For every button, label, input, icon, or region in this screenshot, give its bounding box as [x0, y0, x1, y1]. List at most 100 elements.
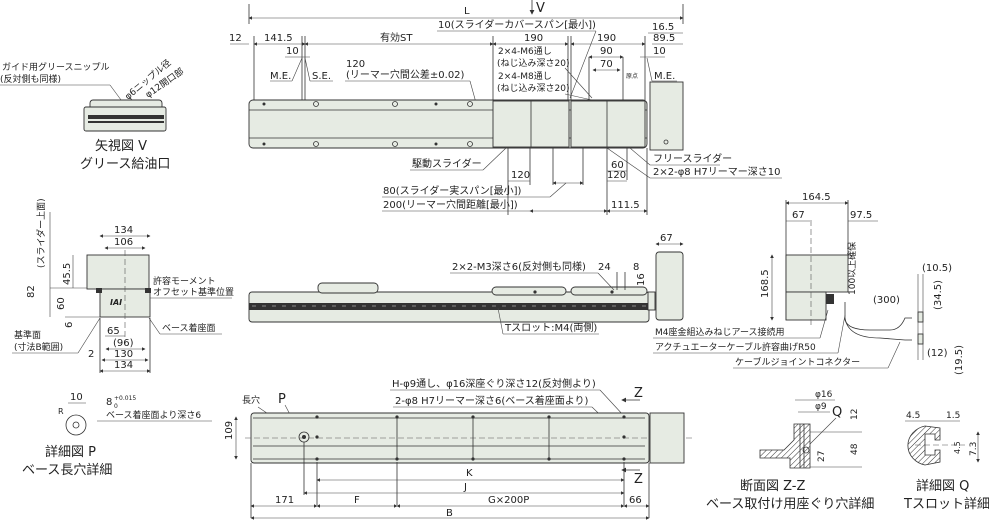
- tol-zero: 0: [114, 403, 118, 410]
- dim-2: 2: [88, 349, 94, 360]
- label-base-face: ベース着座面: [162, 322, 216, 334]
- dim-67-motor: 67: [792, 210, 805, 221]
- label-q: Q: [832, 405, 842, 420]
- dim-16: 16: [636, 273, 647, 286]
- label-me-right: M.E.: [654, 71, 675, 82]
- label-offset-ref: オフセット基準位置: [153, 286, 234, 298]
- label-bottom-reamer: 2-φ8 H7リーマー深さ6(ベース着座面より): [395, 394, 589, 407]
- motor-housing: [785, 254, 849, 293]
- label-free-slider: フリースライダー: [653, 152, 732, 165]
- dim-141-5: 141.5: [264, 33, 293, 44]
- label-reamer-distance: 200(リーマー穴間距離[最小]): [383, 198, 518, 211]
- dim-34-5: (34.5): [933, 280, 944, 310]
- base-end: [99, 288, 151, 318]
- label-ref-face: 基準面: [14, 329, 41, 341]
- dim-96: (96): [113, 338, 134, 349]
- label-long-hole: 長穴: [242, 394, 260, 406]
- dim-109: 109: [224, 421, 235, 440]
- dim-130: 130: [114, 349, 133, 360]
- dim-48: 48: [850, 443, 860, 455]
- label-slider-span: 80(スライダー実スパン[最小]): [383, 184, 522, 197]
- section-z-top: Z: [634, 386, 643, 401]
- dim-4-5-top: 4.5: [906, 411, 920, 421]
- label-origin: 原点: [626, 72, 638, 80]
- dim-F: F: [354, 495, 360, 506]
- label-p: P: [278, 392, 286, 407]
- dim-66: 66: [629, 495, 642, 506]
- motor-side: [655, 251, 684, 321]
- dim-12-connector: (12): [927, 348, 948, 359]
- label-cable-bend: アクチュエーターケーブル許容曲げR50: [655, 341, 816, 353]
- detail-p-title: 詳細図 P: [45, 444, 96, 460]
- label-earth-screw: M4座金組込みねじアース接続用: [655, 326, 785, 338]
- dim-82: 82: [26, 285, 37, 298]
- dim-120-left: 120: [511, 170, 530, 181]
- label-mount-holes: H-φ9通し、φ16深座ぐり深さ12(反対側より): [392, 377, 596, 390]
- dim-134-bottom: 134: [114, 360, 133, 371]
- dim-65: 65: [107, 326, 120, 337]
- label-moment: 許容モーメント: [153, 275, 216, 287]
- label-reamer-tolerance: (リーマー穴間公差±0.02): [346, 68, 465, 81]
- detail-p: 10 R 8 +0.015 0 ベース着座面より深さ6 詳細図 P ベース長穴詳…: [22, 392, 212, 478]
- view-v-title: 矢視図 V: [95, 139, 147, 154]
- label-clearance: 100以上確保: [846, 242, 858, 295]
- dim-J: J: [463, 482, 467, 493]
- dim-16-5: 16.5: [652, 22, 674, 33]
- section-z-z-title: 断面図 Z-Z: [740, 479, 806, 494]
- view-v-grease-port: ガイド用グリースニップル (反対側も同様) φ6ニップル径 φ12開口部 矢視図…: [0, 57, 186, 172]
- dim-12-zz: 12: [850, 409, 860, 420]
- label-grease-nipple: ガイド用グリースニップル: [2, 61, 110, 73]
- section-z-z-subtitle: ベース取付け用座ぐり穴詳細: [706, 496, 874, 512]
- dim-300: (300): [873, 295, 900, 306]
- motor-top: [649, 81, 684, 151]
- dim-60: 60: [56, 297, 67, 310]
- t-slot-section-hatch: [907, 425, 941, 466]
- dim-70: 70: [600, 59, 613, 70]
- label-t-slot: Tスロット:M4(両側): [504, 321, 597, 334]
- detail-q: 4.5 1.5 4.5 7.3 詳細図 Q Tスロット詳細: [903, 411, 989, 512]
- dim-7-3: 7.3: [969, 442, 979, 456]
- detail-p-subtitle: ベース長穴詳細: [22, 462, 112, 478]
- dim-stroke: 有効ST: [380, 31, 413, 44]
- label-cable-connector: ケーブルジョイントコネクター: [735, 356, 860, 368]
- tol-plus: +0.015: [114, 395, 136, 402]
- end-view: 134 106 82 (スライダー上面) 45.5 60 6 IAI 許容モーメ…: [12, 198, 234, 373]
- dim-K: K: [466, 468, 473, 479]
- dim-19-5: (19.5): [954, 345, 965, 375]
- label-slider-top: (スライダー上面): [35, 198, 47, 268]
- dim-190-a: 190: [524, 33, 543, 44]
- free-slider: [570, 100, 646, 148]
- dim-12: 12: [229, 33, 242, 44]
- dim-10-p: 10: [70, 392, 83, 403]
- dim-27: 27: [817, 451, 827, 462]
- label-ref-range: (寸法B範囲): [14, 341, 63, 353]
- dim-89-5: 89.5: [653, 33, 675, 44]
- label-m6-depth: (ねじ込み深さ20): [497, 58, 569, 69]
- label-grease-nipple-same: (反対側も同様): [0, 73, 61, 85]
- dim-120-reamer: 120: [346, 59, 365, 70]
- section-z-bottom: Z: [634, 472, 643, 487]
- section-z-z: φ16 φ9 Q 12 48 27 断面図 Z-Z ベース取付け用座ぐり穴詳細: [706, 390, 874, 512]
- label-m3-tap: 2×2-M3深さ6(反対側も同様): [452, 260, 586, 273]
- dim-8-p: 8: [106, 397, 112, 408]
- dim-10-5: (10.5): [922, 263, 952, 274]
- cable-connector: [917, 311, 924, 323]
- dim-111-5: 111.5: [611, 200, 640, 211]
- dim-164-5: 164.5: [802, 192, 831, 203]
- dim-168-5: 168.5: [760, 269, 771, 298]
- view-arrow-label: V: [536, 1, 545, 16]
- dim-106: 106: [114, 237, 133, 248]
- label-se: S.E.: [312, 71, 331, 82]
- free-slider-side: [570, 286, 648, 296]
- label-r: R: [58, 407, 64, 416]
- label-m6-through: 2×4-M6通し: [498, 46, 552, 57]
- slider-end: [86, 254, 150, 290]
- motor-end-view: 164.5 67 97.5 100以上確保 168.5 (300) (10.5)…: [653, 192, 965, 375]
- earth-screw: [826, 294, 834, 304]
- dim-4-5-side: 4.5: [953, 441, 962, 454]
- dim-24: 24: [598, 262, 611, 273]
- label-me-left: M.E.: [270, 71, 291, 82]
- dim-8: 8: [633, 262, 639, 273]
- dim-B: B: [446, 508, 453, 519]
